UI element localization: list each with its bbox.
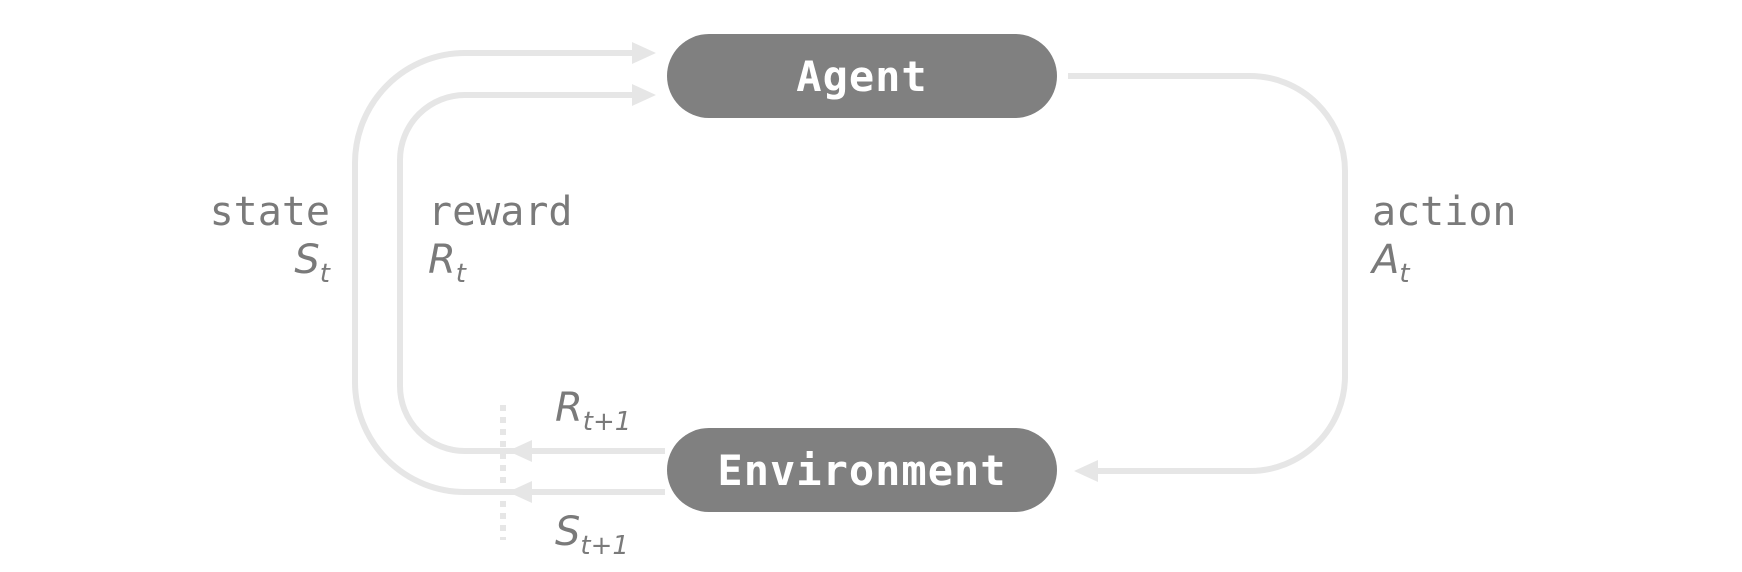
action-arrowhead <box>1074 460 1098 482</box>
state-symbol: St <box>294 237 330 287</box>
next-state-symbol-subscript: t+1 <box>580 531 629 562</box>
state-label: state <box>209 189 330 235</box>
state-symbol-subscript: t <box>319 259 330 290</box>
environment-label: Environment <box>717 445 1007 495</box>
next-state-symbol: St+1 <box>555 509 629 559</box>
agent-node: Agent <box>667 34 1057 118</box>
environment-node: Environment <box>667 428 1057 512</box>
reward-arrowhead <box>632 84 656 106</box>
reward-symbol: Rt <box>428 237 466 287</box>
reward-label: reward <box>428 189 573 235</box>
agent-label: Agent <box>796 51 928 101</box>
action-label: action <box>1372 189 1517 235</box>
next-reward-arrowhead <box>508 440 532 462</box>
next-reward-symbol-subscript: t+1 <box>582 407 632 438</box>
next-state-symbol-letter: S <box>555 509 581 555</box>
action-symbol-letter: A <box>1372 237 1400 283</box>
reward-symbol-letter: R <box>428 237 456 283</box>
reward-symbol-subscript: t <box>455 259 466 290</box>
next-reward-symbol-letter: R <box>555 385 583 431</box>
state-symbol-letter: S <box>294 237 320 283</box>
action-loop-path <box>1068 73 1348 474</box>
next-state-arrowhead <box>508 481 532 503</box>
state-loop-path <box>352 50 665 495</box>
action-symbol-subscript: t <box>1399 259 1410 290</box>
next-reward-symbol: Rt+1 <box>555 385 631 435</box>
action-symbol: At <box>1372 237 1410 287</box>
state-arrowhead <box>632 42 656 64</box>
reward-loop-path <box>397 92 665 454</box>
